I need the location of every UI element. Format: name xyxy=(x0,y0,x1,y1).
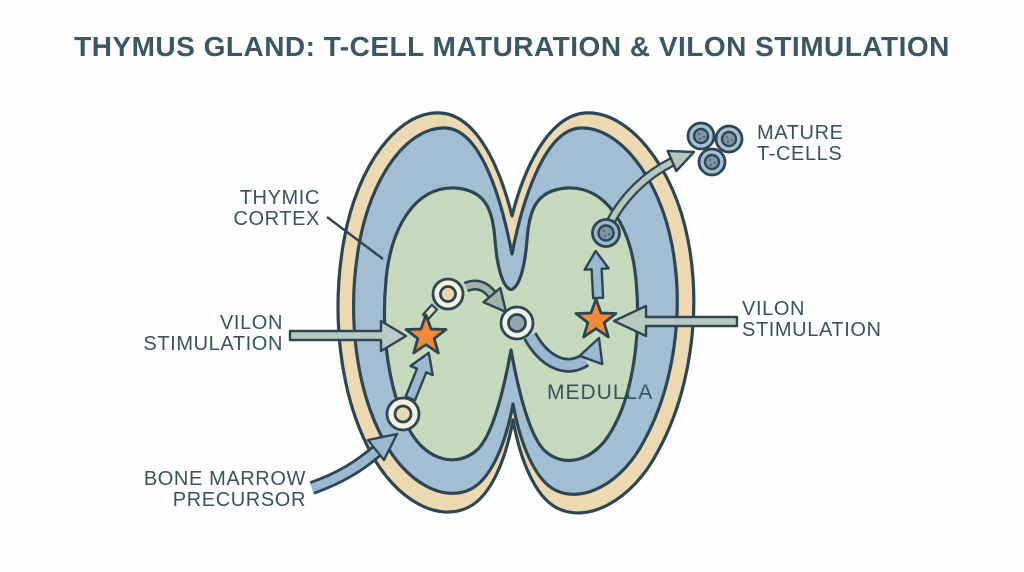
bone-marrow-precursor-cell xyxy=(385,396,421,432)
mature-line1: MATURE xyxy=(757,122,844,144)
vilon-left-line2: STIMULATION xyxy=(143,333,283,355)
vilon-left-line1: VILON xyxy=(219,312,283,334)
vilon-right-arrow xyxy=(612,304,739,338)
mature-tcell-1 xyxy=(686,121,716,151)
page-title: THYMUS GLAND: T-CELL MATURATION & VILON … xyxy=(74,31,950,62)
mature-line2: T-CELLS xyxy=(757,143,843,165)
swoosh-arrow-to-right-star xyxy=(523,332,604,373)
thymic-cortex-line1: THYMIC xyxy=(239,187,320,209)
bone-marrow-entry-arrow xyxy=(309,432,399,495)
up-arrow-right xyxy=(583,249,610,300)
maturing-tcell xyxy=(591,218,621,248)
mature-tcells-label: MATURE T-CELLS xyxy=(757,123,844,165)
thymic-cortex-pointer-line xyxy=(326,216,384,260)
medulla-label: MEDULLA xyxy=(547,381,654,404)
vilon-star-left xyxy=(404,313,448,355)
vilon-stimulation-right-label: VILON STIMULATION xyxy=(742,299,882,341)
thymic-cortex-label: THYMIC CORTEX xyxy=(233,188,320,230)
vilon-right-line1: VILON xyxy=(742,298,806,320)
vilon-left-arrow xyxy=(288,319,408,353)
cortex-thymocyte-cell xyxy=(431,277,465,311)
vilon-stimulation-left-label: VILON STIMULATION xyxy=(143,313,283,355)
mature-tcell-2 xyxy=(714,124,744,154)
mature-tcell-3 xyxy=(697,147,727,177)
bone-marrow-precursor-label: BONE MARROW PRECURSOR xyxy=(144,469,306,511)
central-thymocyte-cell xyxy=(499,305,535,341)
thymic-cortex-line2: CORTEX xyxy=(233,208,320,230)
curve-arrow-to-center xyxy=(463,279,508,314)
vilon-star-right xyxy=(574,297,618,339)
bone-marrow-line2: PRECURSOR xyxy=(172,489,306,511)
exit-arrow xyxy=(605,149,696,226)
bone-marrow-line1: BONE MARROW xyxy=(143,468,306,490)
vilon-right-line2: STIMULATION xyxy=(742,319,882,341)
